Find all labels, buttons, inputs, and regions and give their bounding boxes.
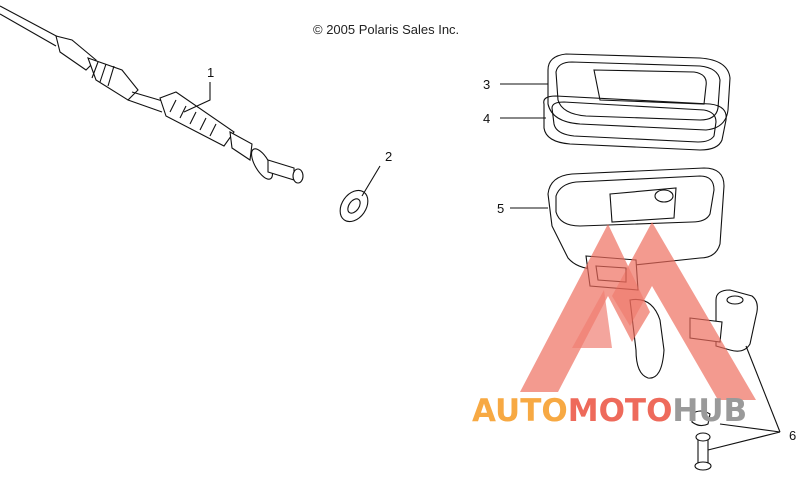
watermark-triangle-inner <box>572 290 612 348</box>
watermark-hub: HUB <box>672 393 747 429</box>
callout-1: 1 <box>207 65 214 80</box>
callout-6: 6 <box>789 428 796 443</box>
clamp-part-6 <box>689 289 758 471</box>
callout-2: 2 <box>385 149 392 164</box>
watermark-auto: AUTO <box>472 393 568 429</box>
callout-5: 5 <box>497 201 504 216</box>
watermark-triangle-left <box>520 224 650 392</box>
gasket-part-4 <box>543 95 727 151</box>
copyright-text: © 2005 Polaris Sales Inc. <box>313 22 459 37</box>
washer-part-2 <box>339 189 369 223</box>
callout-3: 3 <box>483 77 490 92</box>
leader-lines <box>183 82 781 451</box>
watermark-logo <box>520 222 756 400</box>
watermark-moto: MOTO <box>568 393 673 429</box>
watermark-text: AUTOMOTOHUB <box>472 393 747 429</box>
cover-part-3 <box>547 53 731 131</box>
cable-part-1 <box>0 5 304 184</box>
callout-4: 4 <box>483 111 490 126</box>
watermark-triangle-right <box>612 222 756 400</box>
